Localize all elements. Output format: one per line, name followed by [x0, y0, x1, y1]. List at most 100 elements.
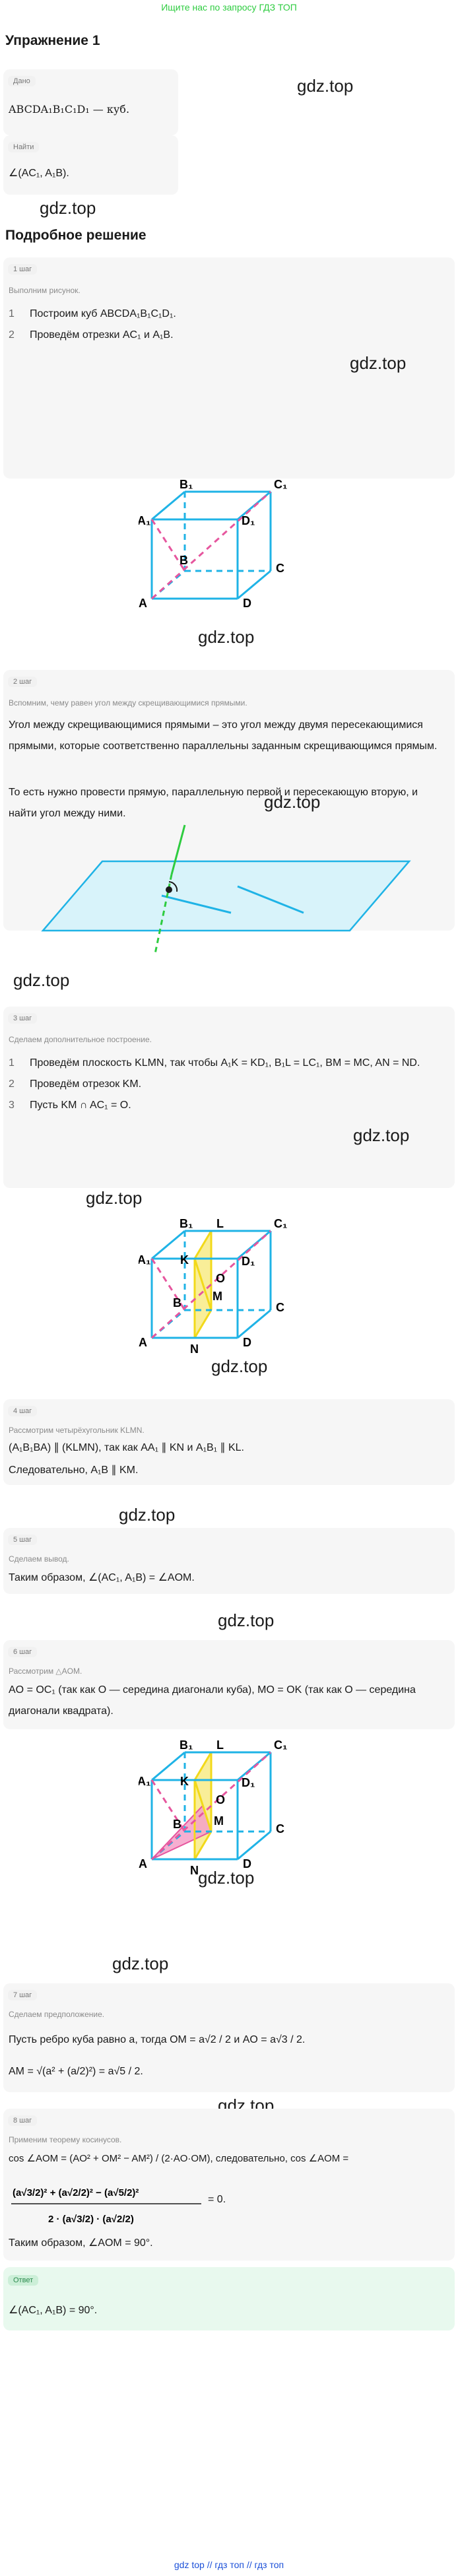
line-crossing-top — [170, 824, 186, 875]
step-6-p1: AO = OC₁ (так как O — середина диагонали… — [9, 1684, 416, 1717]
step-7-line1: Пусть ребро куба равно a, тогда OM = a√2… — [9, 2034, 306, 2045]
step-8-intro: Применим теорему косинусов. — [9, 2135, 122, 2144]
step-3-intro: Сделаем дополнительное построение. — [9, 1035, 152, 1044]
step-1-intro: Выполним рисунок. — [9, 286, 81, 295]
label-K: K — [180, 1775, 189, 1788]
watermark: gdz.top — [211, 1356, 268, 1376]
label-O: O — [216, 1272, 225, 1285]
step-3-tag: 3 шаг — [8, 1013, 38, 1024]
given-card: Дано ABCDA₁B₁C₁D₁ — куб. — [3, 69, 178, 135]
label-D1: D₁ — [242, 514, 255, 527]
label-D1: D₁ — [242, 1255, 255, 1268]
step-7-intro: Сделаем предположение. — [9, 2010, 105, 2019]
label-A1: A₁ — [139, 1775, 150, 1788]
label-B1: B₁ — [180, 1739, 193, 1752]
cosine-fraction: (a√3/2)² + (a√2/2)² − (a√5/2)² 2 · (a√3/… — [11, 2187, 201, 2225]
find-text: ∠(AC₁, A₁B). — [9, 168, 69, 179]
label-A: A — [139, 597, 147, 610]
step-5-tag: 5 шаг — [8, 1535, 38, 1545]
step-7-card: 7 шаг Сделаем предположение. Пусть ребро… — [3, 1983, 455, 2092]
watermark: gdz.top — [112, 1954, 169, 1973]
answer-tag: Ответ — [8, 2275, 39, 2286]
step-5-card: 5 шаг Сделаем вывод. Таким образом, ∠(AC… — [3, 1528, 455, 1594]
solution-title: Подробное решение — [5, 228, 147, 243]
answer-card: Ответ ∠(AC₁, A₁B) = 90°. — [3, 2267, 455, 2330]
label-M: M — [213, 1290, 222, 1303]
label-O: O — [216, 1793, 225, 1806]
label-D1: D₁ — [242, 1776, 255, 1789]
step-4-card: 4 шаг Рассмотрим четырёхугольник KLMN. (… — [3, 1399, 455, 1485]
find-card: Найти ∠(AC₁, A₁B). — [3, 135, 178, 195]
step-8-line1: cos ∠AOM = (AO² + OM² − AM²) / (2·AO·OM)… — [9, 2153, 349, 2164]
step-8-line3: Таким образом, ∠AOM = 90°. — [9, 2237, 153, 2249]
plane-figure — [41, 824, 411, 954]
watermark: gdz.top — [297, 76, 354, 96]
label-N: N — [190, 1864, 199, 1877]
svg-text:(a√3/2)² + (a√2/2)² − (a√5/2)²: (a√3/2)² + (a√2/2)² − (a√5/2)² — [13, 2187, 139, 2198]
angle-arc — [168, 881, 178, 892]
label-L: L — [216, 1739, 224, 1752]
cube-figure-2: A B C D A₁ B₁ C₁ D₁ K L M N O — [139, 1218, 287, 1356]
find-label: Найти — [8, 142, 40, 152]
intersection-point — [166, 886, 172, 893]
cube-figure-1: A B C D A₁ B₁ C₁ D₁ — [139, 479, 287, 610]
label-B1: B₁ — [180, 1218, 193, 1230]
step-4-line2: Следовательно, A₁B ∥ KM. — [9, 1465, 139, 1476]
watermark: gdz.top — [40, 198, 96, 218]
watermark: gdz.top — [86, 1188, 143, 1208]
label-A: A — [139, 1336, 147, 1349]
step-5-intro: Сделаем вывод. — [9, 1554, 69, 1564]
step-8-card: 8 шаг Применим теорему косинусов. cos ∠A… — [3, 2109, 455, 2261]
step-7-line2: AM = √(a² + (a/2)²) = a√5 / 2. — [9, 2066, 143, 2077]
label-A1: A₁ — [139, 514, 150, 527]
label-C1: C₁ — [274, 1739, 287, 1752]
watermark: gdz.top — [264, 792, 321, 812]
page-title: Упражнение 1 — [5, 33, 100, 48]
top-banner[interactable]: Ищите нас по запросу ГДЗ ТОП — [161, 2, 297, 13]
watermark: gdz.top — [353, 1125, 410, 1145]
step-8-tag: 8 шаг — [8, 2115, 38, 2126]
label-B1: B₁ — [180, 479, 193, 491]
step-2-p2: То есть нужно провести прямую, параллель… — [9, 787, 418, 819]
label-D: D — [243, 1336, 251, 1349]
step-6-tag: 6 шаг — [8, 1647, 38, 1657]
label-B: B — [173, 1818, 181, 1831]
step-3-card: 3 шаг Сделаем дополнительное построение.… — [3, 1007, 455, 1188]
label-C: C — [276, 1301, 284, 1314]
svg-text:2 · (a√3/2) · (a√2/2): 2 · (a√3/2) · (a√2/2) — [48, 2214, 134, 2225]
watermark: gdz.top — [198, 1868, 255, 1888]
step-1-tag: 1 шаг — [8, 264, 38, 275]
cube-figure-3: A B C D A₁ B₁ C₁ D₁ K L M N O — [139, 1739, 287, 1877]
label-N: N — [190, 1342, 199, 1356]
label-A1: A₁ — [139, 1253, 150, 1267]
step-6-card: 6 шаг Рассмотрим △AOM. AO = OC₁ (так как… — [3, 1640, 455, 1729]
label-C1: C₁ — [274, 479, 287, 491]
label-M: M — [214, 1814, 224, 1828]
step-4-line1: (A₁B₁BA) ∥ (KLMN), так как AA₁ ∥ KN и A₁… — [9, 1442, 244, 1453]
step-5-line1: Таким образом, ∠(AC₁, A₁B) = ∠AOM. — [9, 1572, 195, 1583]
label-C: C — [276, 1822, 284, 1835]
label-A: A — [139, 1857, 147, 1870]
watermark: gdz.top — [13, 970, 70, 990]
label-C: C — [276, 562, 284, 575]
label-C1: C₁ — [274, 1218, 287, 1230]
watermark: gdz.top — [350, 353, 407, 373]
answer-text: ∠(AC₁, A₁B) = 90°. — [9, 2305, 98, 2316]
label-L: L — [216, 1218, 224, 1230]
watermark: gdz.top — [119, 1505, 176, 1525]
given-text: ABCDA₁B₁C₁D₁ — куб. — [9, 103, 130, 116]
watermark: gdz.top — [198, 627, 255, 647]
step-4-intro: Рассмотрим четырёхугольник KLMN. — [9, 1426, 145, 1435]
step-2-intro: Вспомним, чему равен угол между скрещива… — [9, 698, 247, 708]
line-parallel — [161, 894, 232, 914]
step-2-p1: Угол между скрещивающимися прямыми – это… — [9, 719, 438, 752]
line-in-plane — [237, 885, 304, 914]
footer-links[interactable]: gdz top // гдз топ // гдз топ — [174, 2559, 284, 2570]
